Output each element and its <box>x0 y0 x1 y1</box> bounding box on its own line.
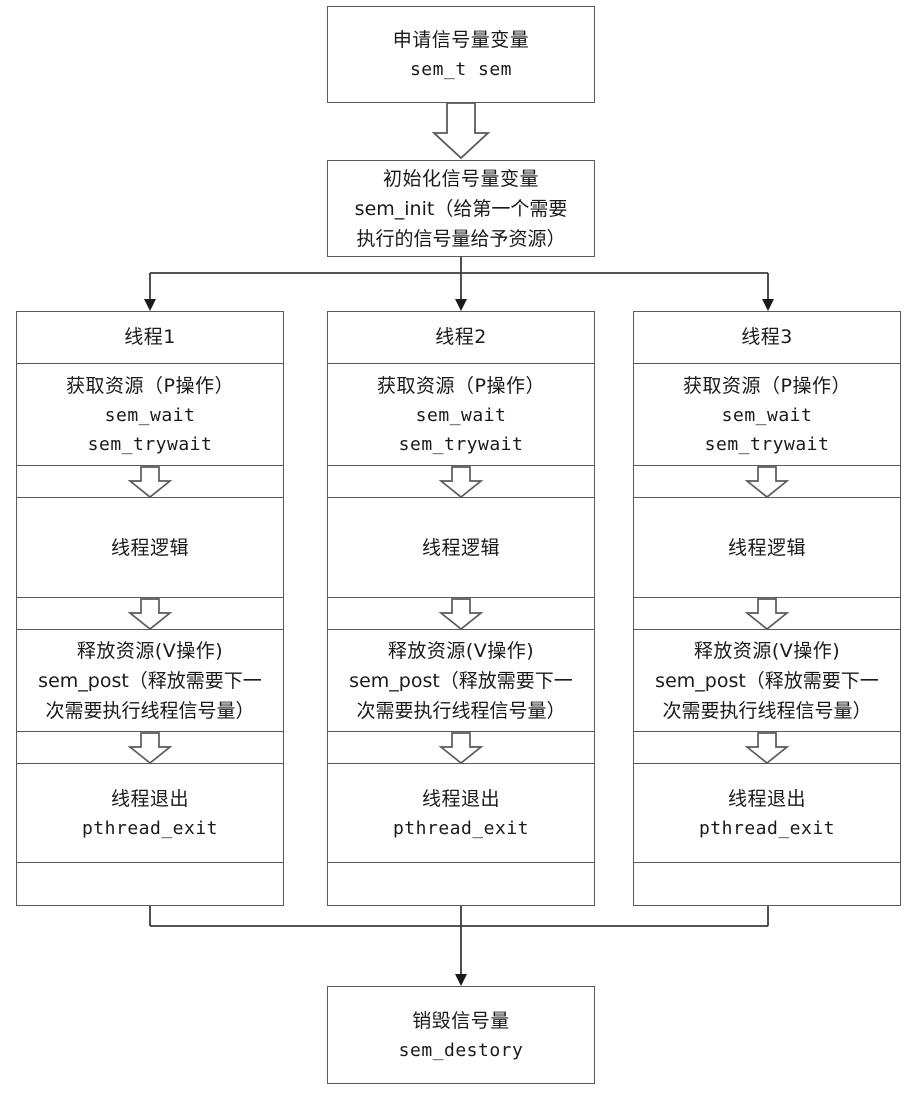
thread-1-arrow-row-2 <box>16 597 284 629</box>
thread-3-release-line2: sem_post（释放需要下一 <box>655 669 879 692</box>
thread-2-release-line2: sem_post（释放需要下一 <box>349 669 573 692</box>
thread-1-acquire: 获取资源（P操作） sem_wait sem_trywait <box>16 363 284 465</box>
block-arrow-declare-to-init <box>431 102 491 160</box>
connector-threads-to-destroy <box>149 906 769 986</box>
node-init-semaphore: 初始化信号量变量 sem_init（给第一个需要 执行的信号量给予资源） <box>327 160 595 257</box>
thread-3-acquire-line3: sem_trywait <box>704 433 830 455</box>
thread-2-exit: 线程退出 pthread_exit <box>327 763 595 862</box>
thread-3-acquire: 获取资源（P操作） sem_wait sem_trywait <box>633 363 901 465</box>
thread-2-release: 释放资源(V操作) sem_post（释放需要下一 次需要执行线程信号量） <box>327 629 595 731</box>
thread-2-arrow-row-2 <box>327 597 595 629</box>
thread-1-header: 线程1 <box>16 311 284 363</box>
thread-2-logic-label: 线程逻辑 <box>421 536 500 559</box>
thread-2-acquire-line2: sem_wait <box>415 404 507 426</box>
thread-2-exit-line2: pthread_exit <box>392 817 530 839</box>
thread-3-arrow-row-2 <box>633 597 901 629</box>
thread-1-logic-label: 线程逻辑 <box>110 536 189 559</box>
thread-2-release-line1: 释放资源(V操作) <box>387 639 535 662</box>
thread-1-acquire-line3: sem_trywait <box>87 433 213 455</box>
thread-3-acquire-line1: 获取资源（P操作） <box>683 374 851 397</box>
node-destroy-semaphore: 销毁信号量 sem_destory <box>327 986 595 1084</box>
thread-1-header-label: 线程1 <box>124 326 176 348</box>
thread-3-header-label: 线程3 <box>741 326 793 348</box>
thread-3-exit-line1: 线程退出 <box>727 787 806 810</box>
thread-2-acquire: 获取资源（P操作） sem_wait sem_trywait <box>327 363 595 465</box>
thread-3-acquire-line2: sem_wait <box>721 404 813 426</box>
thread-2-header: 线程2 <box>327 311 595 363</box>
thread-3-arrow-row-3 <box>633 731 901 763</box>
thread-2-header-label: 线程2 <box>435 326 487 348</box>
thread-1-acquire-line2: sem_wait <box>104 404 196 426</box>
thread-2-release-line3: 次需要执行线程信号量） <box>356 699 566 722</box>
thread-2-logic: 线程逻辑 <box>327 497 595 597</box>
thread-1-exit-line1: 线程退出 <box>110 787 189 810</box>
thread-1-release-line3: 次需要执行线程信号量） <box>45 699 255 722</box>
node-init-semaphore-line3: 执行的信号量给予资源） <box>356 227 566 250</box>
thread-2-arrow-row-3 <box>327 731 595 763</box>
thread-3-header: 线程3 <box>633 311 901 363</box>
thread-2-arrow-row-1 <box>327 465 595 497</box>
connector-init-to-threads <box>144 257 774 311</box>
node-declare-semaphore-title: 申请信号量变量 <box>392 29 530 51</box>
thread-1-arrow-row-3 <box>16 731 284 763</box>
thread-3-release-line1: 释放资源(V操作) <box>693 639 841 662</box>
thread-3-exit-line2: pthread_exit <box>698 817 836 839</box>
thread-1-arrow-row-1 <box>16 465 284 497</box>
node-declare-semaphore: 申请信号量变量 sem_t sem <box>327 6 595 103</box>
thread-1-release-line1: 释放资源(V操作) <box>76 639 224 662</box>
node-init-semaphore-line2: sem_init（给第一个需要 <box>354 197 568 220</box>
thread-3-spacer <box>633 862 901 906</box>
thread-2-spacer <box>327 862 595 906</box>
thread-1-exit: 线程退出 pthread_exit <box>16 763 284 862</box>
node-init-semaphore-line1: 初始化信号量变量 <box>382 167 539 190</box>
thread-2-exit-line1: 线程退出 <box>421 787 500 810</box>
node-destroy-semaphore-title: 销毁信号量 <box>412 1009 510 1032</box>
thread-1-acquire-line1: 获取资源（P操作） <box>66 374 234 397</box>
thread-3-exit: 线程退出 pthread_exit <box>633 763 901 862</box>
thread-3-arrow-row-1 <box>633 465 901 497</box>
thread-1-spacer <box>16 862 284 906</box>
thread-2-acquire-line1: 获取资源（P操作） <box>377 374 545 397</box>
thread-3-release-line3: 次需要执行线程信号量） <box>662 699 872 722</box>
thread-1-release-line2: sem_post（释放需要下一 <box>38 669 262 692</box>
thread-1-logic: 线程逻辑 <box>16 497 284 597</box>
thread-3-release: 释放资源(V操作) sem_post（释放需要下一 次需要执行线程信号量） <box>633 629 901 731</box>
node-destroy-semaphore-code: sem_destory <box>398 1039 524 1061</box>
node-declare-semaphore-code: sem_t sem <box>409 59 513 80</box>
thread-3-logic: 线程逻辑 <box>633 497 901 597</box>
thread-2-acquire-line3: sem_trywait <box>398 433 524 455</box>
thread-3-logic-label: 线程逻辑 <box>727 536 806 559</box>
thread-1-exit-line2: pthread_exit <box>81 817 219 839</box>
thread-1-release: 释放资源(V操作) sem_post（释放需要下一 次需要执行线程信号量） <box>16 629 284 731</box>
